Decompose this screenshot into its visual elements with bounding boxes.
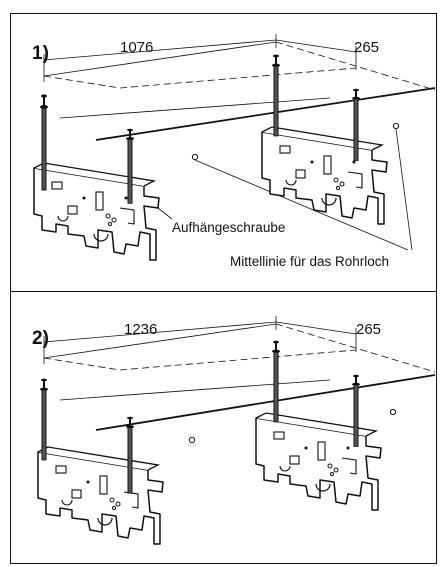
panel-1-lines (43, 34, 436, 251)
step-2-number: 2) (32, 328, 49, 349)
step-1-dimension-right: 265 (354, 39, 380, 56)
step-1-dimension-left: 1076 (120, 39, 154, 56)
diagram-frame (10, 13, 437, 564)
panel-2-brackets (37, 412, 382, 545)
callout-hanging-screw: Aufhängeschraube (172, 220, 286, 235)
panel-divider (10, 291, 437, 292)
panel-1-brackets (33, 126, 388, 261)
callout-pipe-hole-centerline: Mittellinie für das Rohrloch (230, 254, 390, 269)
panel-2-lines (43, 316, 436, 444)
step-1-number: 1) (32, 43, 49, 64)
step-2-dimension-right: 265 (356, 321, 382, 338)
step-2-dimension-left: 1236 (124, 321, 158, 338)
